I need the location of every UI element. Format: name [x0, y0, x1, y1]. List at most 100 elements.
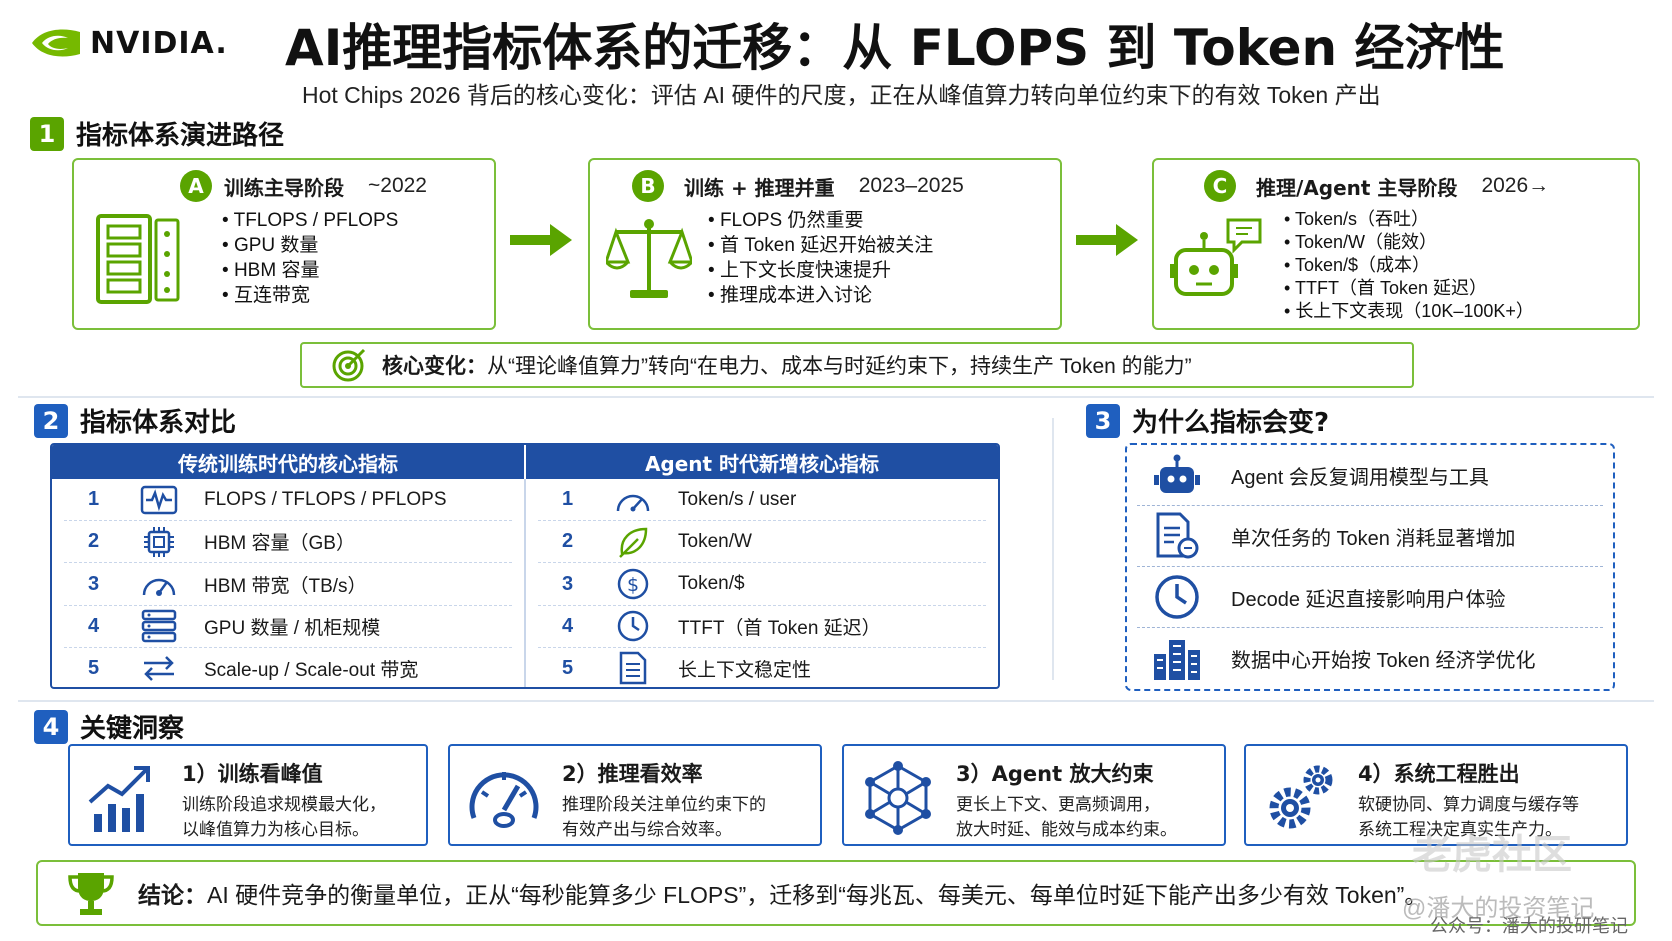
row-text: Token/s / user — [678, 488, 797, 510]
conclusion-banner: 结论：AI 硬件竞争的衡量单位，正从“每秒能算多少 FLOPS”，迁移到“每兆瓦… — [36, 860, 1636, 926]
arrow-right-icon — [1076, 224, 1138, 256]
row-text: Token/$ — [678, 573, 745, 594]
watermark-handle: @潘大的投资笔记 — [1402, 895, 1595, 922]
speedometer-icon — [616, 494, 650, 512]
left-column: 1 FLOPS / TFLOPS / PFLOPS 2 HBM 容量（GB） 3… — [52, 479, 526, 687]
stage-name: 推理/Agent 主导阶段 — [1256, 175, 1458, 200]
insight-title: 2）推理看效率 — [562, 762, 703, 786]
row-text: HBM 容量（GB） — [204, 533, 355, 555]
leaf-icon — [619, 527, 648, 558]
divider — [18, 700, 1654, 702]
bullet-item: 推理成本进入讨论 — [708, 283, 933, 308]
core-change-banner: 核心变化：从“理论峰值算力”转向“在电力、成本与时延约束下，持续生产 Token… — [300, 342, 1414, 388]
row-text: HBM 带宽（TB/s） — [204, 575, 367, 597]
clock-icon — [617, 610, 649, 642]
table-row: 3 HBM 带宽（TB/s） — [64, 563, 512, 606]
bullet-item: FLOPS 仍然重要 — [708, 208, 933, 233]
section-number: 2 — [34, 403, 68, 438]
insight-title: 4）系统工程胜出 — [1358, 762, 1520, 786]
dollar-icon: $ — [617, 568, 649, 600]
stage-header: C 推理/Agent 主导阶段 2026→ — [1204, 170, 1549, 202]
stage-name: 训练主导阶段 — [224, 175, 344, 200]
clock-icon — [1155, 575, 1199, 619]
stage-bullets: Token/s（吞吐） Token/W（能效） Token/$（成本） TTFT… — [1284, 208, 1534, 323]
list-item: Decode 延迟直接影响用户体验 — [1137, 567, 1603, 628]
bullet-item: TTFT（首 Token 延迟） — [1284, 277, 1534, 300]
conclusion-label: 结论： — [138, 883, 207, 909]
section-title: 为什么指标会变? — [1132, 408, 1330, 438]
table-row: 5 长上下文稳定性 — [538, 648, 986, 687]
table-row: 2 HBM 容量（GB） — [64, 521, 512, 564]
row-number: 4 — [88, 614, 100, 637]
stage-header: A 训练主导阶段 ~2022 — [180, 170, 427, 202]
list-item: 单次任务的 Token 消耗显著增加 — [1137, 506, 1603, 567]
section-title: 关键洞察 — [80, 714, 185, 744]
why-metrics-change-box: Agent 会反复调用模型与工具 单次任务的 Token 消耗显著增加 Deco… — [1125, 443, 1615, 691]
server-icon — [141, 609, 177, 643]
stage-header: B 训练 + 推理并重 2023–2025 — [632, 170, 964, 202]
divider — [18, 396, 1654, 398]
balance-scale-icon — [606, 219, 692, 298]
section-1-header: 1 指标体系演进路径 — [30, 115, 284, 152]
robot-chat-icon — [1170, 218, 1262, 296]
bullet-item: Token/$（成本） — [1284, 254, 1534, 277]
table-header: 传统训练时代的核心指标 Agent 时代新增核心指标 — [52, 445, 998, 479]
bullet-item: 上下文长度快速提升 — [708, 258, 933, 283]
stage-name: 训练 + 推理并重 — [684, 175, 835, 200]
row-number: 2 — [562, 530, 574, 553]
conclusion-text: AI 硬件竞争的衡量单位，正从“每秒能算多少 FLOPS”，迁移到“每兆瓦、每美… — [207, 882, 1428, 908]
core-change-label: 核心变化： — [382, 354, 487, 378]
section-number: 3 — [1086, 403, 1120, 438]
row-number: 5 — [562, 656, 574, 679]
bullet-item: 长上下文表现（10K–100K+） — [1284, 300, 1534, 323]
stage-bullets: FLOPS 仍然重要 首 Token 延迟开始被关注 上下文长度快速提升 推理成… — [708, 208, 933, 308]
insight-line: 推理阶段关注单位约束下的 — [562, 795, 766, 814]
row-number: 1 — [88, 488, 100, 511]
page-subtitle: Hot Chips 2026 背后的核心变化：评估 AI 硬件的尺度，正在从峰值… — [302, 82, 1381, 108]
row-number: 3 — [88, 572, 100, 595]
bidirectional-arrows-icon — [144, 656, 174, 682]
network-icon — [865, 761, 931, 835]
stage-bullets: TFLOPS / PFLOPS GPU 数量 HBM 容量 互连带宽 — [222, 208, 399, 308]
speedometer-icon — [469, 772, 539, 828]
stage-badge: B — [632, 170, 664, 202]
divider — [1052, 418, 1054, 680]
row-number: 2 — [88, 530, 100, 553]
row-number: 1 — [562, 488, 574, 511]
section-3-header: 3 为什么指标会变? — [1086, 402, 1329, 439]
bullet-item: TFLOPS / PFLOPS — [222, 208, 399, 233]
left-column-header: 传统训练时代的核心指标 — [52, 445, 526, 479]
reason-text: 单次任务的 Token 消耗显著增加 — [1231, 527, 1516, 550]
list-item: Agent 会反复调用模型与工具 — [1137, 445, 1603, 506]
insight-card: 2）推理看效率 推理阶段关注单位约束下的 有效产出与综合效率。 — [448, 744, 822, 846]
section-title: 指标体系对比 — [80, 408, 237, 438]
row-number: 5 — [88, 656, 100, 679]
arrow-right-icon — [510, 224, 572, 256]
insight-text: 推理阶段关注单位约束下的 有效产出与综合效率。 — [562, 792, 766, 842]
insight-card: 1）训练看峰值 训练阶段追求规模最大化， 以峰值算力为核心目标。 — [68, 744, 428, 846]
stage-badge: A — [180, 170, 212, 202]
stage-period: 2023–2025 — [858, 174, 964, 197]
stage-badge: C — [1204, 170, 1236, 202]
row-text: 长上下文稳定性 — [678, 659, 812, 681]
logo-text: NVIDIA. — [90, 25, 228, 61]
watermark-logo: 老虎社区 — [1412, 832, 1572, 878]
reason-text: 数据中心开始按 Token 经济学优化 — [1231, 650, 1536, 672]
stage-period: 2026→ — [1481, 174, 1550, 197]
growth-chart-icon — [88, 766, 150, 832]
insight-text: 训练阶段追求规模最大化， 以峰值算力为核心目标。 — [182, 792, 386, 842]
stage-a-card: A 训练主导阶段 ~2022 TFLOPS / PFLOPS GPU 数量 HB… — [72, 158, 496, 330]
insight-card: 4）系统工程胜出 软硬协同、算力调度与缓存等 系统工程决定真实生产力。 — [1244, 744, 1628, 846]
nvidia-logo: NVIDIA. — [30, 18, 230, 68]
table-row: 5 Scale-up / Scale-out 带宽 — [64, 648, 512, 687]
row-text: FLOPS / TFLOPS / PFLOPS — [204, 488, 447, 510]
insight-title: 1）训练看峰值 — [182, 762, 323, 786]
section-number: 4 — [34, 709, 68, 744]
robot-icon — [1154, 454, 1200, 493]
row-text: TTFT（首 Token 延迟） — [678, 617, 881, 639]
section-title: 指标体系演进路径 — [76, 121, 285, 151]
bullet-item: 互连带宽 — [222, 283, 398, 308]
target-icon — [332, 348, 366, 382]
row-text: Token/W — [678, 530, 752, 552]
trophy-icon — [68, 873, 114, 915]
